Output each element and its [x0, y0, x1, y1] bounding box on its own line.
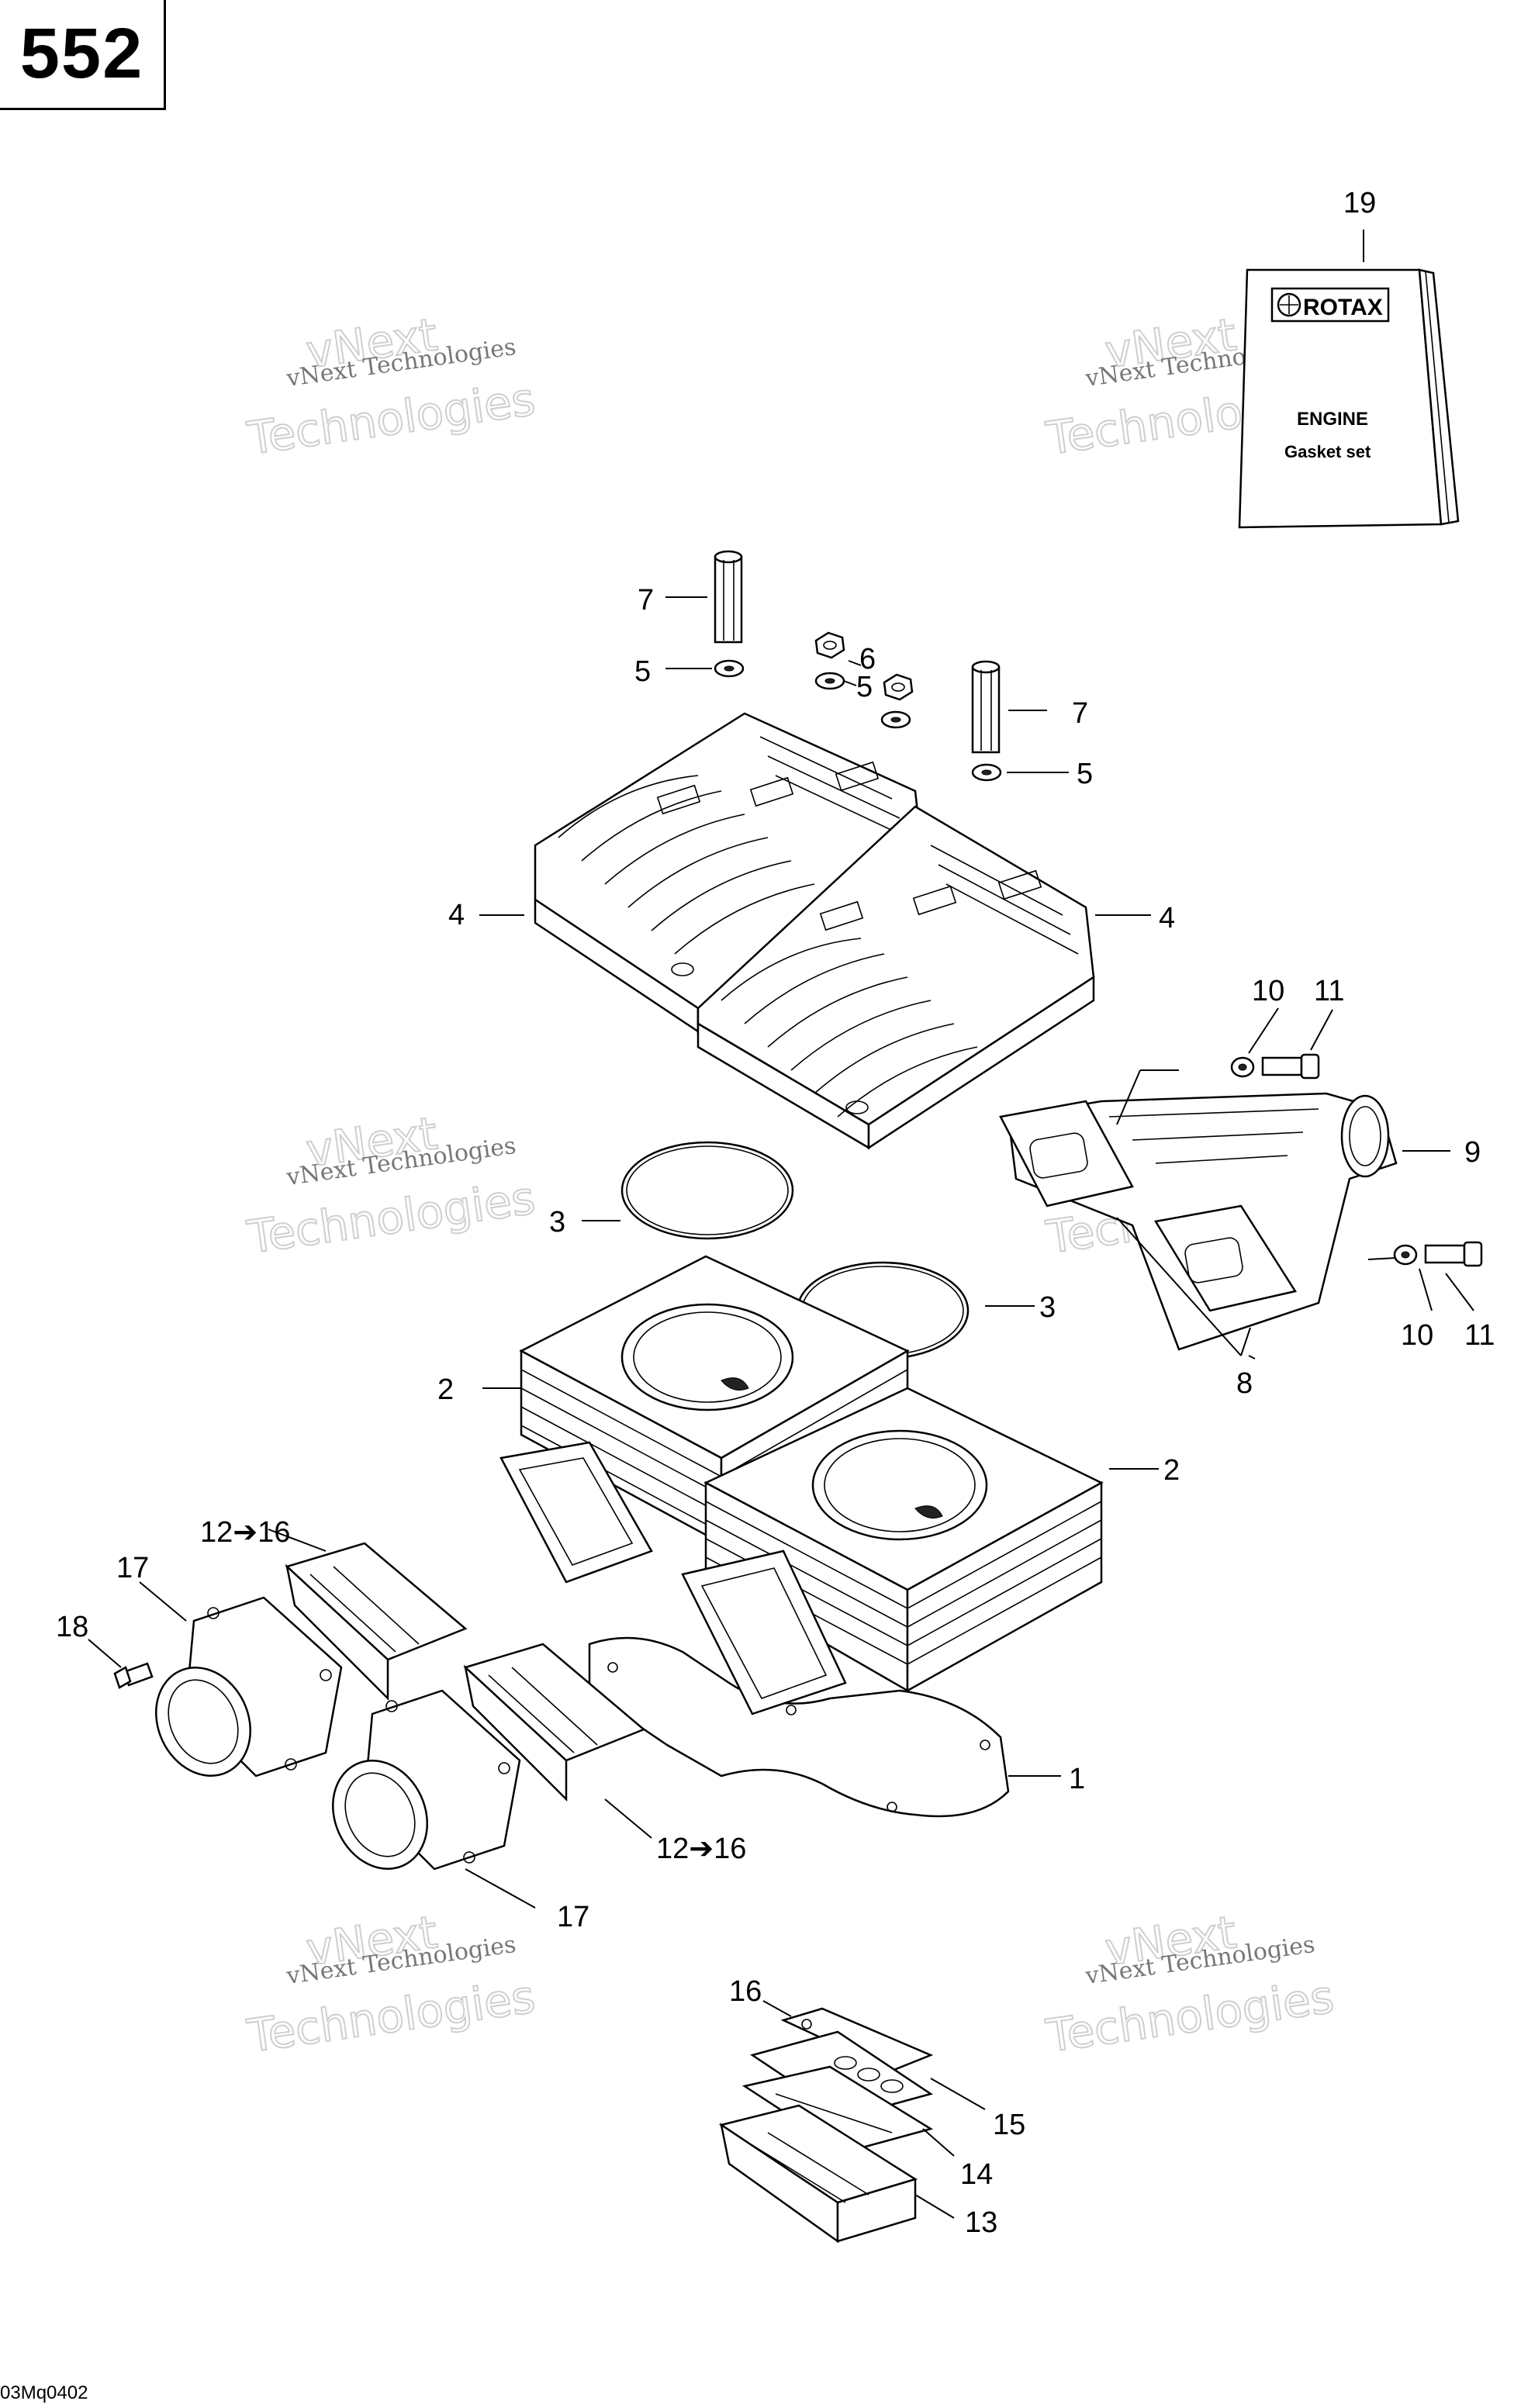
page-number: 552: [19, 14, 144, 93]
reed-valve-upper: [285, 1542, 468, 1701]
exhaust-gasket-right: [1153, 1204, 1298, 1312]
callout-labels: 19 7 7 5 6 5 5 4 4 10 11 9 3 3 10 11 8 2…: [56, 187, 1495, 2239]
washer-left: [714, 659, 745, 678]
callout-3-left: 3: [549, 1206, 565, 1239]
callout-12-16-bottom: 12➔16: [656, 1833, 746, 1865]
watermark-mid-left: vNext Technologies vNext Technologies: [243, 1106, 538, 1265]
watermark-bottom-right: vNext Technologies vNext Technologies: [1042, 1905, 1337, 2064]
callout-17-top: 17: [116, 1552, 149, 1584]
washer-exhaust-top: [1230, 1056, 1255, 1078]
callout-11-bottom: 11: [1464, 1319, 1495, 1352]
nut-pair: [814, 631, 914, 701]
callout-17-bottom: 17: [557, 1901, 589, 1933]
stud-right: [971, 660, 1001, 754]
callout-4-left: 4: [448, 899, 465, 931]
leader-lines: [88, 230, 1474, 2219]
callout-8: 8: [1236, 1367, 1253, 1400]
book-title: ENGINE: [1297, 409, 1368, 430]
callout-16: 16: [729, 1975, 762, 2008]
watermark-top-left: vNext Technologies vNext Technologies: [243, 307, 538, 466]
washer-right: [971, 763, 1002, 782]
callout-18: 18: [56, 1611, 88, 1643]
reed-cage-13: [718, 2104, 918, 2244]
intake-port-right: [681, 1549, 847, 1715]
callout-6: 6: [859, 643, 876, 675]
callout-5-center: 5: [856, 671, 873, 703]
watermark-bottom-left: vNext Technologies vNext Technologies: [243, 1905, 538, 2064]
callout-2-left: 2: [437, 1373, 454, 1406]
screw-exhaust-top: [1261, 1053, 1320, 1080]
callout-11-top: 11: [1314, 975, 1344, 1007]
page-number-box: 552: [0, 0, 166, 110]
book-subtitle: Gasket set: [1284, 442, 1371, 461]
callout-1: 1: [1069, 1763, 1085, 1795]
callout-19: 19: [1343, 187, 1376, 219]
callout-3-right: 3: [1039, 1291, 1056, 1324]
cylinder-head-right: [671, 805, 1095, 1150]
gasket-set-book: ROTAX ENGINE Gasket set: [1238, 268, 1460, 529]
callout-5-right: 5: [1077, 758, 1093, 790]
callout-14: 14: [960, 2158, 993, 2191]
callout-10-bottom: 10: [1401, 1319, 1433, 1352]
intake-adapter-upper: [155, 1596, 343, 1777]
callout-7-right: 7: [1072, 697, 1088, 730]
washer-exhaust-bottom: [1393, 1244, 1418, 1266]
callout-9: 9: [1464, 1136, 1481, 1169]
stud-left: [714, 550, 743, 644]
callout-5-left: 5: [634, 655, 651, 688]
rotax-logo-text: ROTAX: [1303, 295, 1383, 320]
screw-exhaust-bottom: [1424, 1241, 1483, 1267]
intake-adapter-lower: [332, 1689, 521, 1871]
callout-12-16-top: 12➔16: [200, 1516, 290, 1549]
callout-13: 13: [965, 2206, 997, 2239]
intake-port-left: [499, 1441, 653, 1584]
callout-4-right: 4: [1159, 902, 1175, 935]
reed-valve-lower: [463, 1643, 646, 1802]
callout-7-left: 7: [638, 584, 654, 617]
washer-center: [814, 672, 911, 729]
callout-10-top: 10: [1252, 975, 1284, 1007]
cylinder-right: [703, 1387, 1104, 1693]
exhaust-gasket-left: [999, 1100, 1134, 1207]
callout-2-right: 2: [1163, 1454, 1180, 1487]
callout-15: 15: [993, 2109, 1025, 2141]
o-ring-left: [620, 1141, 794, 1240]
drawing-reference-code: 03Mq0402: [0, 2382, 88, 2403]
adapter-screw: [113, 1662, 154, 1689]
